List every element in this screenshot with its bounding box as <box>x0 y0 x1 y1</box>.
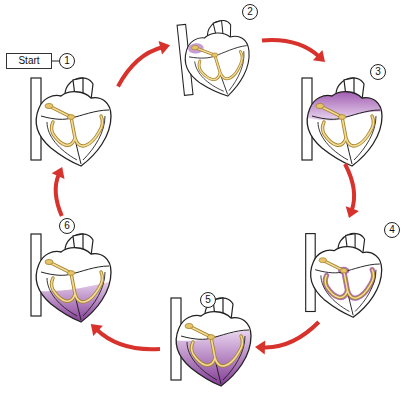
connector-line <box>262 40 319 57</box>
arrow-head <box>91 324 103 336</box>
cycle-arrow <box>52 167 65 216</box>
cycle-arrow <box>118 41 170 87</box>
heart-stage: 3 <box>290 62 390 164</box>
heart-stage-3 <box>296 78 388 166</box>
heart-stage: 2 <box>170 2 262 98</box>
connector-line <box>345 164 354 210</box>
callout-number: 3 <box>370 64 386 80</box>
cycle-arrow <box>255 322 319 354</box>
callout-number: 5 <box>200 292 216 308</box>
heart-stage-2 <box>177 18 253 101</box>
cycle-arrow <box>91 324 160 349</box>
arrow-head <box>346 206 359 218</box>
callout-number: 4 <box>384 222 400 238</box>
callout-number: 6 <box>59 218 75 234</box>
heart-stage: 1 <box>56 52 118 167</box>
cycle-arrow <box>262 40 325 62</box>
connector-line <box>263 322 319 347</box>
arrow-head <box>52 167 65 179</box>
heart-stage-6 <box>25 234 117 326</box>
arrow-head <box>255 340 265 354</box>
connector-line <box>97 330 160 350</box>
heart-stage: 6 <box>56 216 114 324</box>
heart-stage-1 <box>31 78 111 166</box>
heart-stage: 4 <box>295 218 403 322</box>
connector-line <box>56 174 62 216</box>
heart-stage-5 <box>165 298 257 390</box>
start-line <box>52 61 59 62</box>
connector-line <box>118 47 162 86</box>
heart-stage-4 <box>306 233 382 317</box>
callout-number: 1 <box>59 53 75 69</box>
arrow-head <box>313 50 325 62</box>
start-box: Start <box>6 53 52 69</box>
start-label: Start <box>18 55 39 66</box>
callout-number: 2 <box>242 4 258 20</box>
cycle-arrow <box>345 164 359 218</box>
arrow-head <box>159 41 170 55</box>
connector-line <box>52 61 59 62</box>
heart-stage: 5 <box>160 290 255 385</box>
